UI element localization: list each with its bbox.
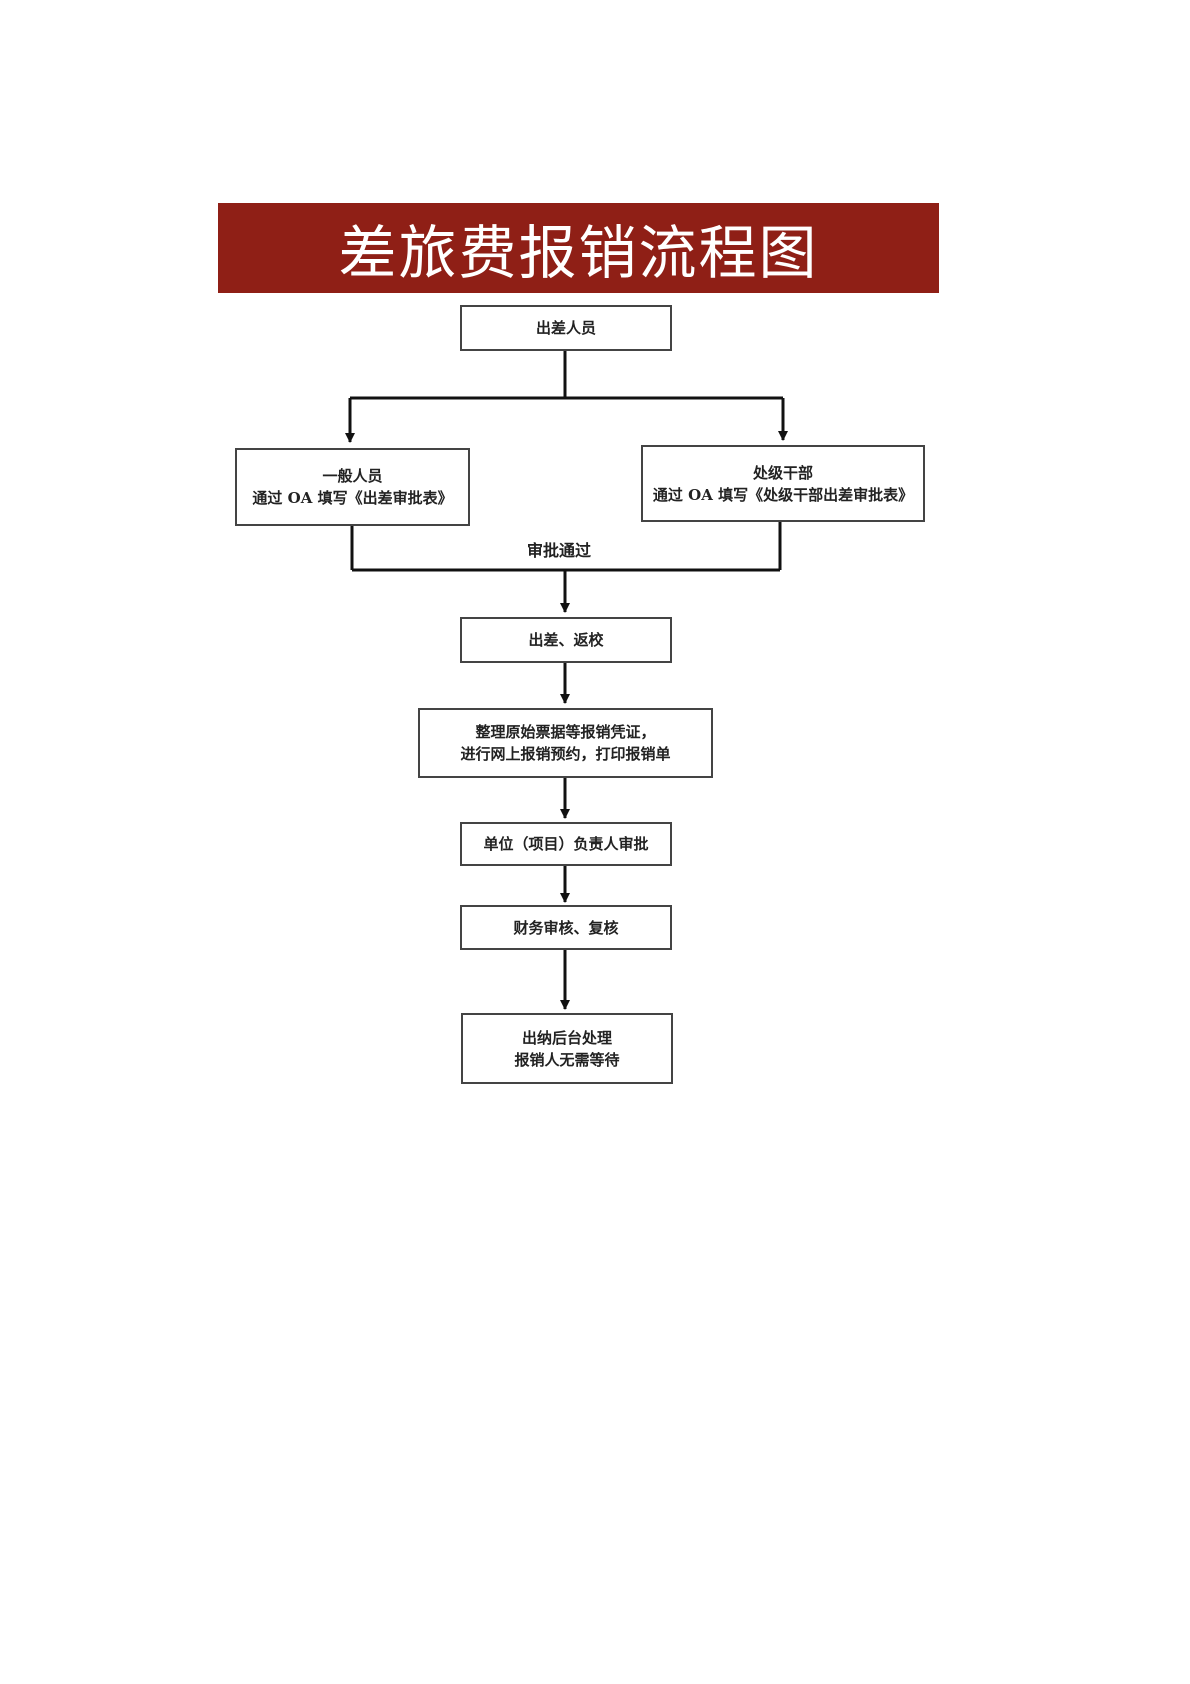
node-division-cadre-line-1: 处级干部 bbox=[752, 463, 813, 482]
node-unit-approval-line-1: 单位（项目）负责人审批 bbox=[483, 835, 649, 853]
node-organize-receipts-line-2: 进行网上报销预约，打印报销单 bbox=[460, 745, 671, 763]
edge-label-approved: 审批通过 bbox=[527, 541, 592, 560]
node-unit-approval: 单位（项目）负责人审批 bbox=[460, 822, 672, 866]
node-cashier: 出纳后台处理 报销人无需等待 bbox=[461, 1013, 673, 1084]
node-organize-receipts-line-1: 整理原始票据等报销凭证， bbox=[475, 723, 656, 741]
node-trip-return-line-1: 出差、返校 bbox=[528, 631, 604, 649]
node-division-cadre-line-2: 通过 OA 填写《处级干部出差审批表》 bbox=[652, 485, 914, 504]
node-general-staff-line-2: 通过 OA 填写《出差审批表》 bbox=[252, 489, 453, 507]
node-organize-receipts: 整理原始票据等报销凭证， 进行网上报销预约，打印报销单 bbox=[418, 708, 713, 778]
node-cashier-line-1: 出纳后台处理 bbox=[521, 1028, 612, 1047]
page-title: 差旅费报销流程图 bbox=[338, 219, 819, 287]
title-banner: 差旅费报销流程图 bbox=[218, 203, 939, 293]
node-trip-return: 出差、返校 bbox=[460, 617, 672, 663]
node-traveler: 出差人员 bbox=[460, 305, 672, 351]
node-finance-review-line-1: 财务审核、复核 bbox=[513, 918, 619, 937]
node-division-cadre: 处级干部 通过 OA 填写《处级干部出差审批表》 bbox=[641, 445, 925, 522]
node-general-staff-line-1: 一般人员 bbox=[322, 467, 383, 485]
node-cashier-line-2: 报销人无需等待 bbox=[514, 1050, 620, 1069]
node-traveler-line-1: 出差人员 bbox=[535, 319, 596, 337]
node-general-staff: 一般人员 通过 OA 填写《出差审批表》 bbox=[235, 448, 470, 526]
node-finance-review: 财务审核、复核 bbox=[460, 905, 672, 950]
